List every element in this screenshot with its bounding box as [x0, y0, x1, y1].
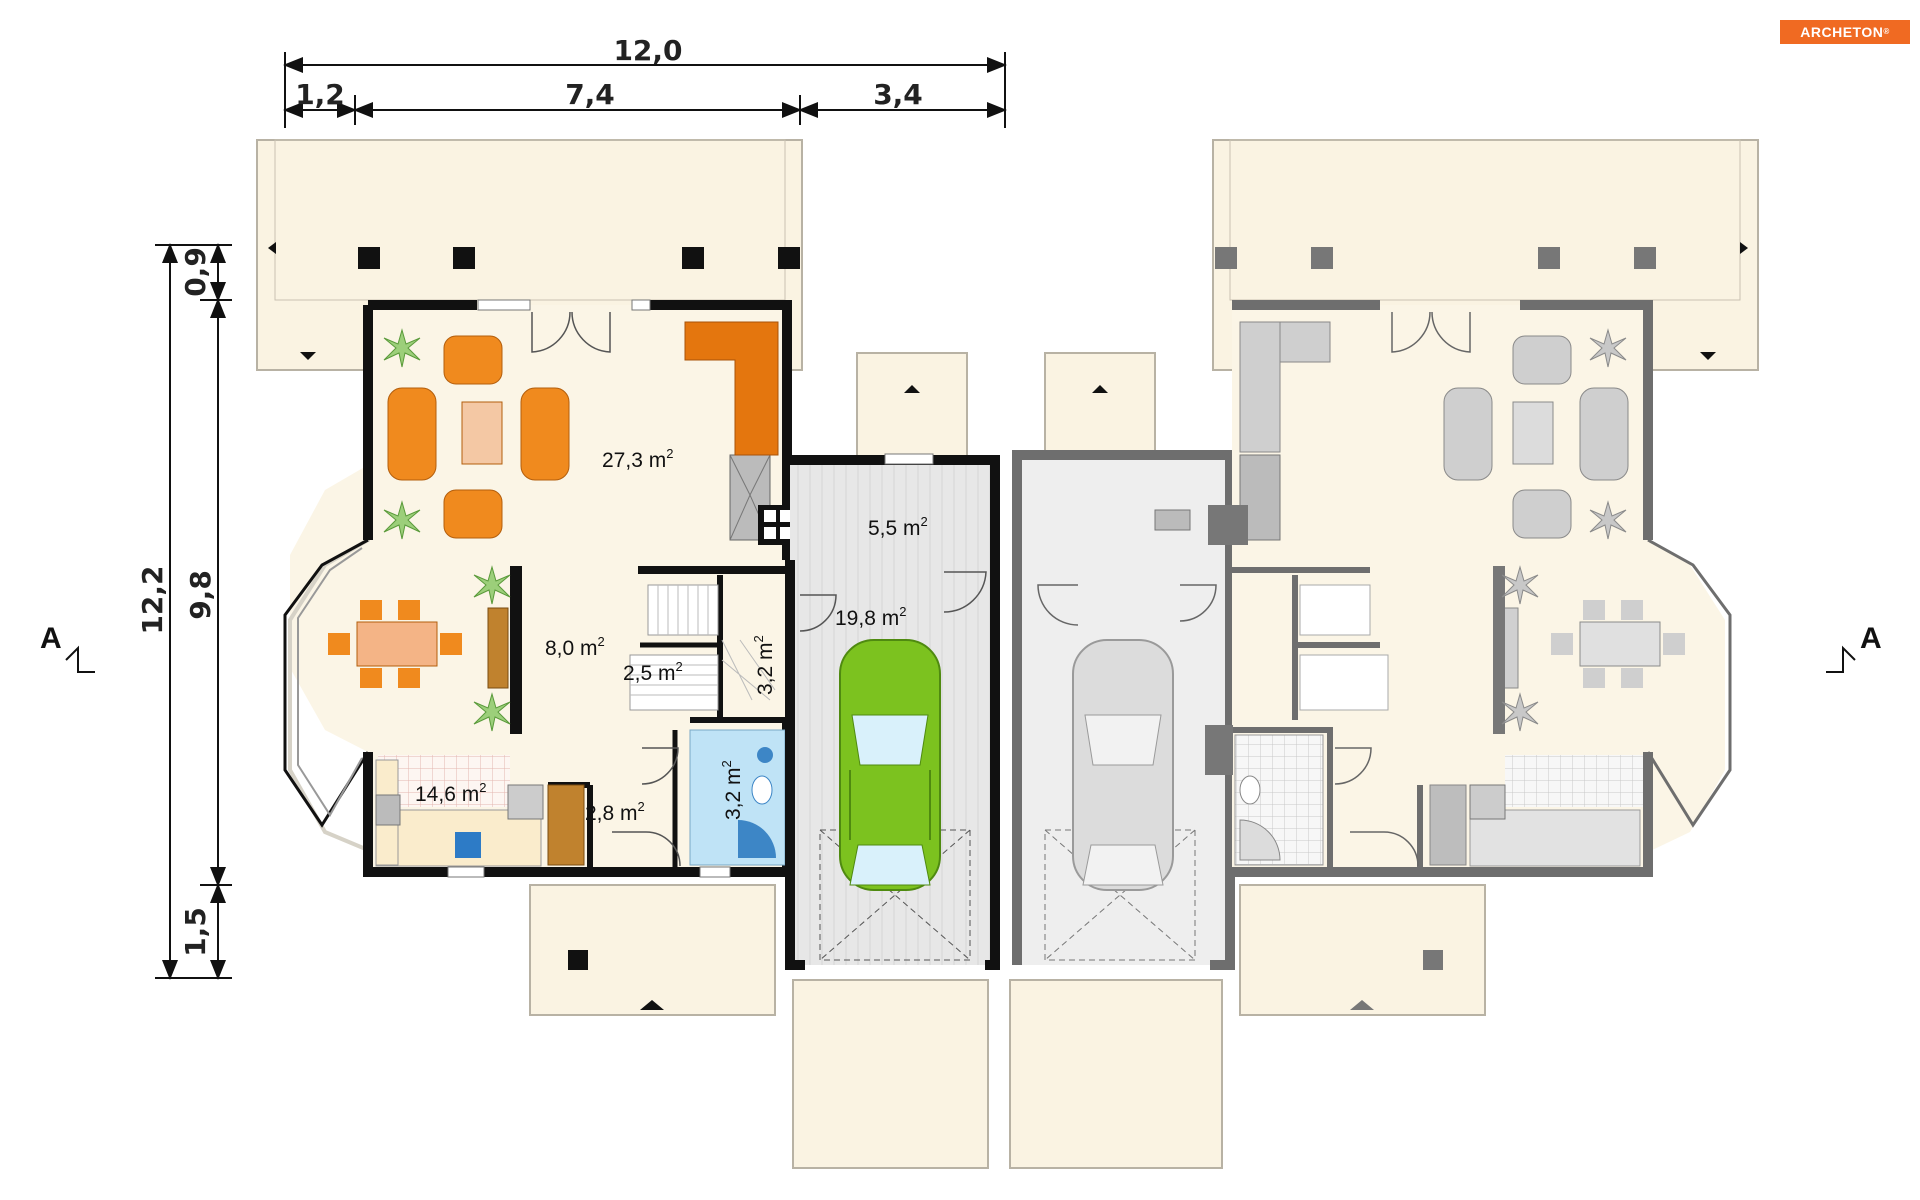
- kitchen-counter-grey: [1429, 755, 1643, 867]
- terrace-pillars: [268, 242, 1748, 360]
- sofa-set: [387, 321, 779, 539]
- brand-name: ARCHETON: [1800, 24, 1884, 40]
- unit-left: [283, 299, 813, 878]
- area-stairs: 3,2 m2: [751, 635, 777, 695]
- area-hall: 2,5 m2: [623, 659, 683, 685]
- stairs-icon: [1299, 584, 1389, 711]
- side-entrance-left: [856, 352, 968, 459]
- porch-front-left: [529, 884, 776, 1016]
- driveway-right: [1009, 979, 1223, 1169]
- area-boiler: 5,5 m2: [868, 514, 928, 540]
- dim-seg-b: 7,4: [565, 78, 615, 111]
- svg-text:A: A: [40, 622, 62, 655]
- garage-right: [1012, 450, 1235, 970]
- area-bath: 3,2 m2: [719, 760, 745, 820]
- fireplace: [729, 454, 798, 545]
- side-entrance-right: [1044, 352, 1156, 459]
- area-vestibule: 2,8 m2: [585, 799, 645, 825]
- section-mark-right: A: [1826, 622, 1882, 673]
- stairs-icon: [629, 584, 776, 711]
- unit-right: [1205, 300, 1732, 877]
- area-dining: 8,0 m2: [545, 634, 605, 660]
- dim-total-width: 12,0: [613, 34, 682, 67]
- dim-seg-c: 3,4: [873, 78, 923, 111]
- bathroom-right: [1205, 725, 1324, 866]
- area-garage: 19,8 m2: [835, 604, 906, 630]
- driveway-left: [792, 979, 989, 1169]
- svg-text:A: A: [1860, 622, 1882, 655]
- porch-front-right: [1239, 884, 1486, 1016]
- dim-depth-mid: 9,8: [184, 570, 217, 620]
- dim-depth-bottom: 1,5: [179, 907, 212, 957]
- car-icon: [839, 639, 941, 891]
- area-kitchen: 14,6 m2: [415, 780, 486, 806]
- dining-table: [328, 566, 522, 734]
- dimension-lines: [155, 52, 1007, 980]
- brand-registered-mark: ®: [1883, 27, 1890, 36]
- garage-left: [785, 453, 1000, 970]
- area-living: 27,3 m2: [602, 446, 673, 472]
- dim-depth-top: 0,9: [179, 247, 212, 297]
- dim-total-depth: 12,2: [136, 565, 169, 634]
- section-mark-left: A: [40, 622, 95, 673]
- dim-seg-a: 1,2: [295, 78, 345, 111]
- brand-logo: ARCHETON®: [1780, 20, 1910, 44]
- car-icon: [1072, 639, 1174, 891]
- sofa-set-grey: [1443, 335, 1629, 539]
- dining-table-grey: [1493, 566, 1685, 734]
- kitchen-counter: [375, 759, 585, 867]
